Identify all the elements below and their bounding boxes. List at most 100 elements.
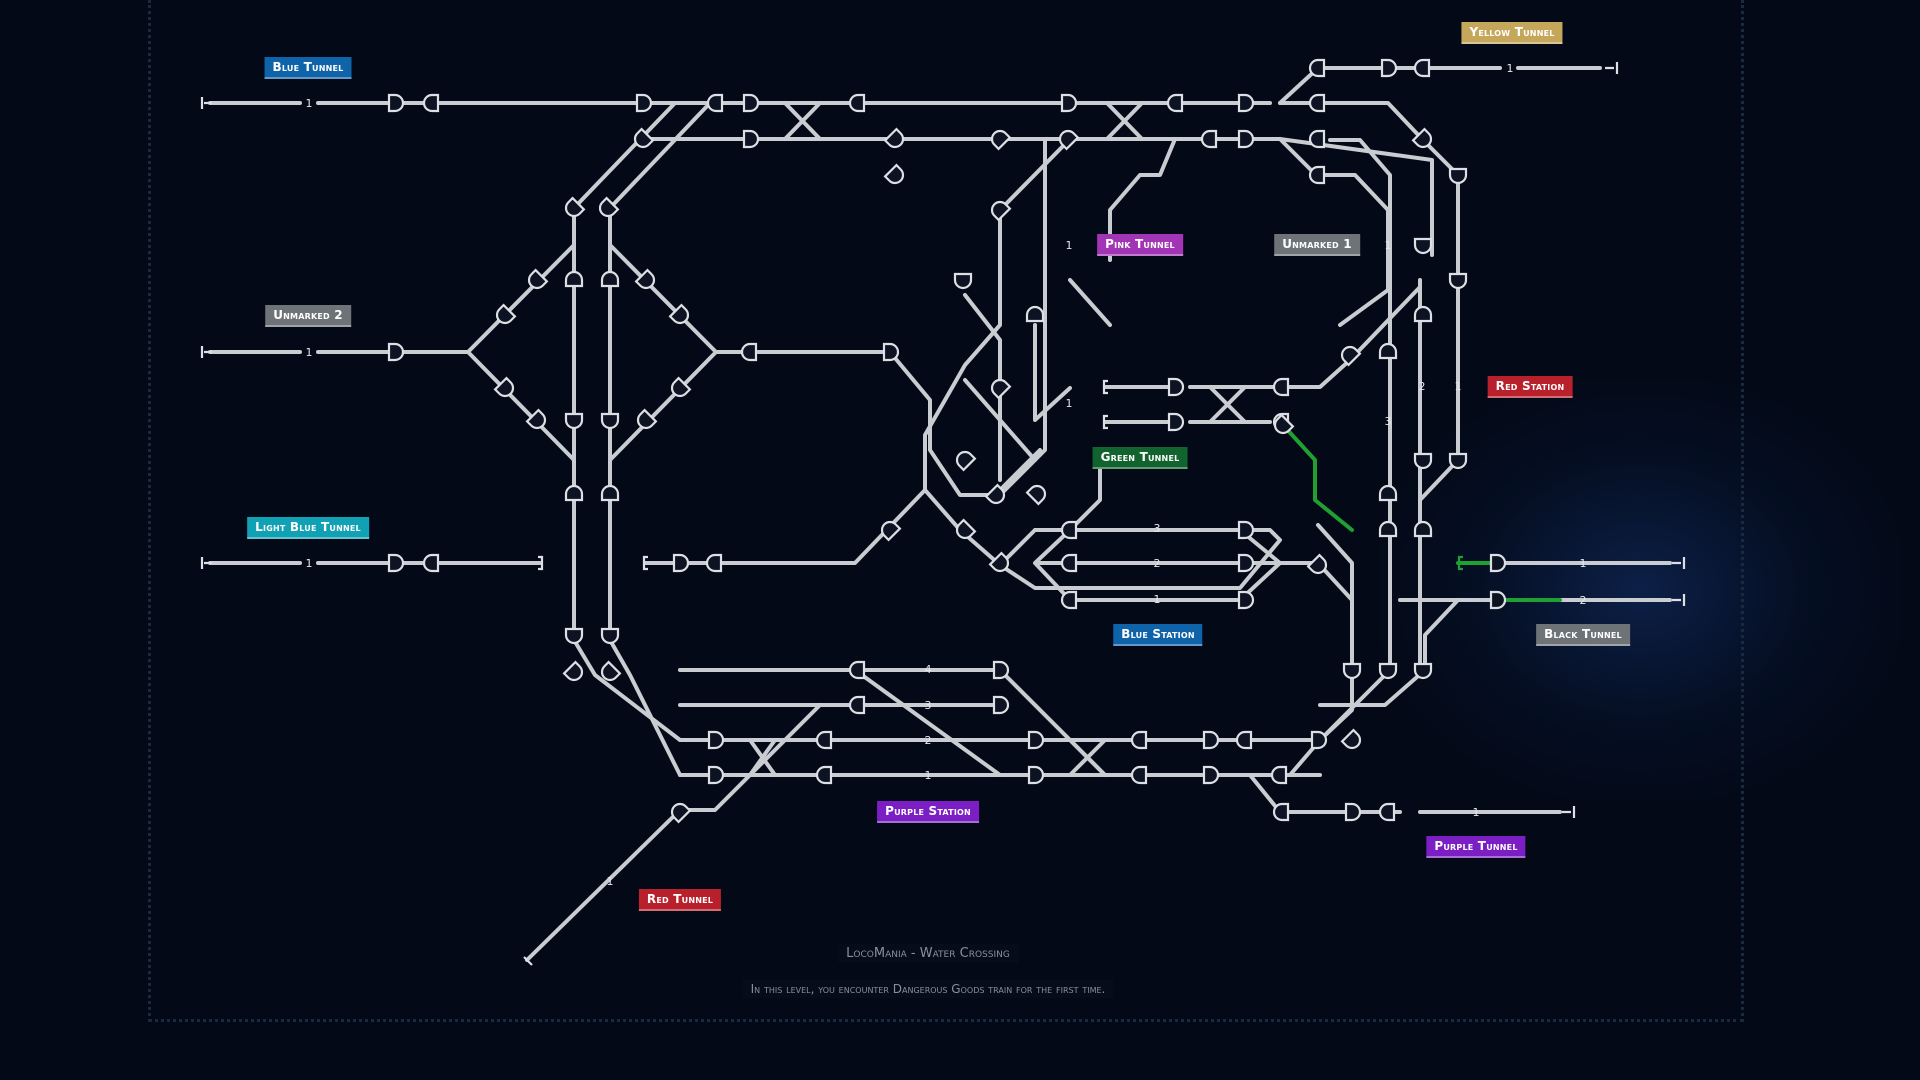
signal-icon[interactable] — [600, 484, 620, 502]
signal-icon[interactable] — [848, 660, 866, 680]
signal-icon[interactable] — [1308, 129, 1326, 149]
signal-icon[interactable] — [707, 730, 725, 750]
light-blue-tunnel-label[interactable]: Light Blue Tunnel — [247, 517, 369, 539]
pink-tunnel-label[interactable]: Pink Tunnel — [1097, 234, 1183, 256]
signal-icon[interactable] — [848, 695, 866, 715]
signal-icon[interactable] — [632, 127, 655, 150]
signal-icon[interactable] — [989, 128, 1012, 151]
signal-icon[interactable] — [1025, 483, 1048, 506]
signal-icon[interactable] — [953, 272, 973, 290]
signal-icon[interactable] — [1272, 802, 1290, 822]
signal-icon[interactable] — [1448, 167, 1468, 185]
signal-icon[interactable] — [562, 660, 585, 683]
signal-icon[interactable] — [1060, 590, 1078, 610]
signal-icon[interactable] — [1025, 305, 1045, 323]
signal-icon[interactable] — [706, 93, 724, 113]
signal-icon[interactable] — [1027, 730, 1045, 750]
signal-icon[interactable] — [1272, 377, 1290, 397]
signal-icon[interactable] — [1413, 452, 1433, 470]
signal-icon[interactable] — [984, 483, 1007, 506]
signal-icon[interactable] — [1413, 58, 1431, 78]
signal-icon[interactable] — [992, 660, 1010, 680]
signal-icon[interactable] — [1413, 237, 1433, 255]
signal-icon[interactable] — [1167, 412, 1185, 432]
signal-icon[interactable] — [1237, 129, 1255, 149]
signal-icon[interactable] — [707, 765, 725, 785]
signal-icon[interactable] — [635, 408, 658, 431]
yellow-tunnel-label[interactable]: Yellow Tunnel — [1461, 22, 1563, 44]
signal-icon[interactable] — [879, 519, 902, 542]
signal-icon[interactable] — [1340, 728, 1363, 751]
signal-icon[interactable] — [883, 127, 906, 150]
signal-icon[interactable] — [1342, 662, 1362, 680]
signal-icon[interactable] — [1202, 765, 1220, 785]
signal-icon[interactable] — [1235, 730, 1253, 750]
signal-icon[interactable] — [1167, 377, 1185, 397]
unmarked-1-label[interactable]: Unmarked 1 — [1274, 234, 1360, 256]
signal-icon[interactable] — [705, 553, 723, 573]
signal-icon[interactable] — [1237, 520, 1255, 540]
signal-icon[interactable] — [635, 93, 653, 113]
signal-icon[interactable] — [1060, 93, 1078, 113]
signal-icon[interactable] — [954, 449, 977, 472]
signal-icon[interactable] — [668, 303, 691, 326]
unmarked-2-label[interactable]: Unmarked 2 — [265, 305, 351, 327]
signal-icon[interactable] — [1060, 520, 1078, 540]
black-tunnel-label[interactable]: Black Tunnel — [1536, 624, 1630, 646]
signal-icon[interactable] — [1130, 730, 1148, 750]
signal-icon[interactable] — [669, 801, 692, 824]
signal-icon[interactable] — [1378, 342, 1398, 360]
signal-icon[interactable] — [1166, 93, 1184, 113]
signal-icon[interactable] — [525, 408, 548, 431]
signal-icon[interactable] — [989, 199, 1012, 222]
signal-icon[interactable] — [493, 376, 516, 399]
signal-icon[interactable] — [526, 268, 549, 291]
signal-icon[interactable] — [564, 412, 584, 430]
signal-icon[interactable] — [1413, 520, 1433, 538]
signal-icon[interactable] — [1306, 553, 1329, 576]
signal-icon[interactable] — [564, 627, 584, 645]
signal-icon[interactable] — [597, 196, 620, 219]
signal-icon[interactable] — [600, 412, 620, 430]
signal-icon[interactable] — [387, 93, 405, 113]
signal-icon[interactable] — [742, 93, 760, 113]
signal-icon[interactable] — [1200, 129, 1218, 149]
signal-icon[interactable] — [422, 553, 440, 573]
signal-icon[interactable] — [882, 342, 900, 362]
signal-icon[interactable] — [563, 196, 586, 219]
red-tunnel-label[interactable]: Red Tunnel — [638, 889, 722, 911]
signal-icon[interactable] — [1237, 590, 1255, 610]
signal-icon[interactable] — [1448, 452, 1468, 470]
purple-tunnel-label[interactable]: Purple Tunnel — [1426, 836, 1526, 858]
signal-icon[interactable] — [989, 377, 1012, 400]
signal-icon[interactable] — [883, 163, 906, 186]
signal-icon[interactable] — [564, 270, 584, 288]
signal-icon[interactable] — [1270, 765, 1288, 785]
green-tunnel-label[interactable]: Green Tunnel — [1092, 447, 1188, 469]
track-network[interactable] — [208, 66, 1672, 962]
purple-station-label[interactable]: Purple Station — [877, 801, 979, 823]
signal-icon[interactable] — [1413, 662, 1433, 680]
signal-icon[interactable] — [1272, 413, 1295, 436]
signal-icon[interactable] — [1308, 93, 1326, 113]
signal-icon[interactable] — [1378, 484, 1398, 502]
signal-icon[interactable] — [742, 129, 760, 149]
signal-icon[interactable] — [387, 553, 405, 573]
signal-icon[interactable] — [848, 93, 866, 113]
signal-icon[interactable] — [1378, 520, 1398, 538]
signal-icon[interactable] — [815, 765, 833, 785]
signal-icon[interactable] — [564, 484, 584, 502]
signal-icon[interactable] — [815, 730, 833, 750]
signal-icon[interactable] — [672, 553, 690, 573]
signal-icon[interactable] — [1380, 58, 1398, 78]
signal-icon[interactable] — [1027, 765, 1045, 785]
signal-icon[interactable] — [599, 660, 622, 683]
signal-icon[interactable] — [600, 627, 620, 645]
signal-icon[interactable] — [669, 376, 692, 399]
signal-icon[interactable] — [1489, 553, 1507, 573]
signal-icon[interactable] — [1339, 344, 1362, 367]
signal-layer[interactable] — [387, 58, 1507, 824]
signal-icon[interactable] — [740, 342, 758, 362]
red-station-label[interactable]: Red Station — [1487, 376, 1573, 398]
